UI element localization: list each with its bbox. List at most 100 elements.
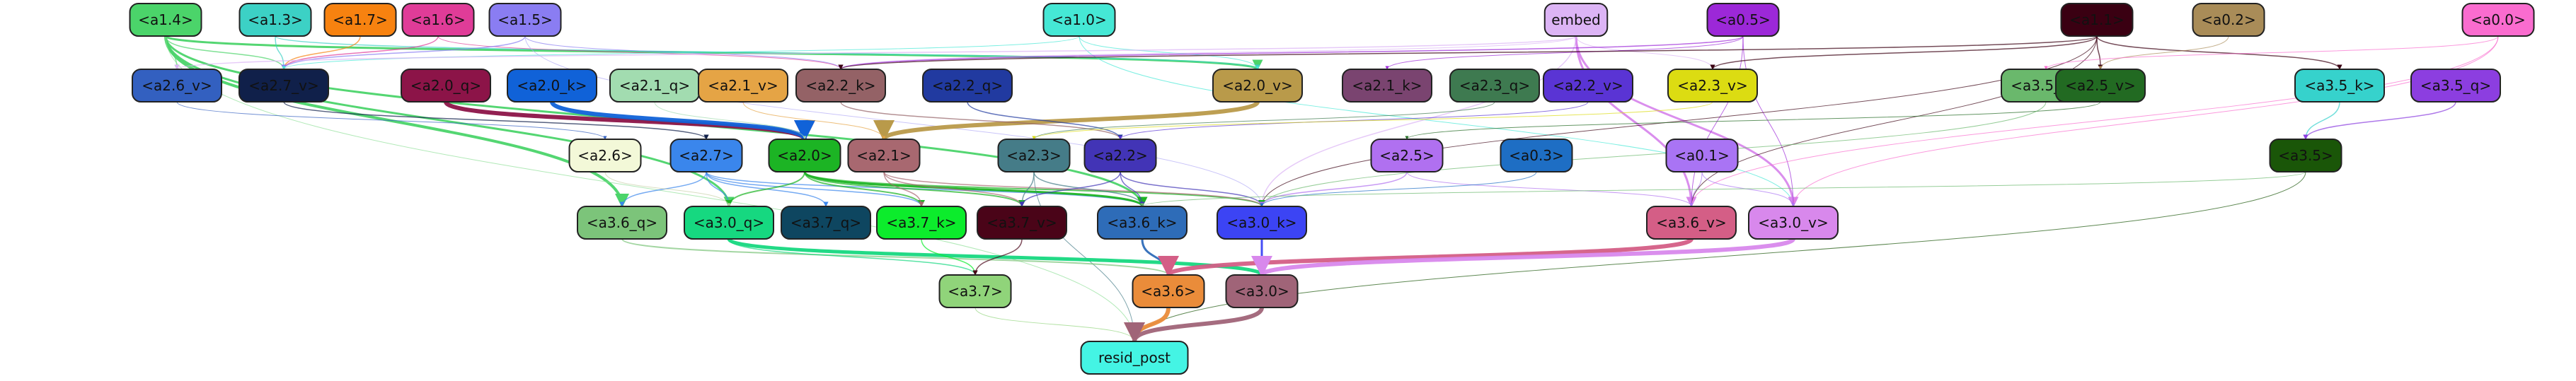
node-a1-7[interactable]: <a1.7> (323, 3, 397, 37)
node-embed[interactable]: embed (1543, 3, 1609, 37)
node-box-a3-5 (2269, 139, 2342, 172)
node-a1-1[interactable]: <a1.1> (2060, 3, 2134, 37)
node-a3-0[interactable]: <a3.0> (1225, 274, 1299, 308)
node-a0-2[interactable]: <a0.2> (2192, 3, 2265, 37)
edge-a1-4-to-resid-post (165, 35, 1137, 342)
node-box-a2-7-v (238, 69, 329, 102)
edge-embed-to-a2-3-v (1575, 35, 1715, 70)
edge-layer (164, 35, 2499, 344)
edge-a0-2-to-a2-5-v (2098, 35, 2229, 70)
node-label-a3-0: <a3.0> (1234, 283, 1289, 300)
node-a3-7-k[interactable]: <a3.7_k> (876, 206, 967, 240)
node-resid-post[interactable]: resid_post (1080, 341, 1189, 375)
node-a2-3-v[interactable]: <a2.3_v> (1667, 69, 1758, 102)
edge-a0-5-to-a2-2-k (838, 35, 1744, 70)
node-a3-0-k[interactable]: <a3.0_k> (1217, 206, 1307, 240)
edge-embed-to-a3-0-k (1259, 35, 1577, 207)
node-box-a2-1-v (698, 69, 788, 102)
node-a3-0-v[interactable]: <a3.0_v> (1748, 206, 1839, 240)
edge-a2-5-to-a3-0-k (1259, 171, 1408, 207)
node-a1-0[interactable]: <a1.0> (1042, 3, 1116, 37)
node-box-a3-5-q (2410, 69, 2501, 102)
node-label-a0-2: <a0.2> (2201, 11, 2256, 28)
node-label-embed: embed (1551, 11, 1600, 28)
node-a0-3[interactable]: <a0.3> (1500, 139, 1573, 172)
node-label-a3-0-q: <a3.0_q> (694, 214, 764, 231)
edge-a3-6-q-to-a3-6 (621, 238, 1172, 276)
node-label-a3-6-k: <a3.6_k> (1107, 214, 1177, 231)
node-a3-6-q[interactable]: <a3.6_q> (577, 206, 667, 240)
node-a2-3[interactable]: <a2.3> (997, 139, 1071, 172)
node-a2-5[interactable]: <a2.5> (1370, 139, 1444, 172)
node-label-a2-2-k: <a2.2_k> (805, 77, 875, 94)
node-box-a2-0-v (1212, 69, 1303, 102)
edge-a1-1-to-a2-3-v (1710, 35, 2098, 70)
node-a3-5-k[interactable]: <a3.5_k> (2294, 69, 2385, 102)
node-a2-2-v[interactable]: <a2.2_v> (1543, 69, 1633, 102)
node-a2-0-q[interactable]: <a2.0_q> (401, 69, 491, 102)
node-label-a0-0: <a0.0> (2471, 11, 2526, 28)
node-a2-0[interactable]: <a2.0> (768, 139, 841, 172)
node-a2-1-v[interactable]: <a2.1_v> (698, 69, 788, 102)
node-box-a1-0 (1042, 3, 1116, 37)
node-label-a2-2-q: <a2.2_q> (932, 77, 1003, 94)
edge-a2-2-to-a3-0-k (1120, 171, 1265, 207)
node-label-a2-5: <a2.5> (1379, 147, 1434, 164)
node-a0-1[interactable]: <a0.1> (1665, 139, 1739, 172)
node-a3-0-q[interactable]: <a3.0_q> (684, 206, 774, 240)
node-a2-1-k[interactable]: <a2.1_k> (1342, 69, 1432, 102)
node-a2-2-q[interactable]: <a2.2_q> (922, 69, 1013, 102)
node-box-a2-5-v (2055, 69, 2146, 102)
edge-a3-0-to-resid-post (1124, 305, 1264, 344)
node-box-a2-3 (997, 139, 1071, 172)
node-a2-2[interactable]: <a2.2> (1083, 139, 1157, 172)
edge-a2-7-v-to-a2-7 (283, 101, 709, 140)
edge-a2-1-v-to-a2-1 (742, 101, 886, 140)
node-label-a1-6: <a1.6> (410, 11, 466, 28)
node-box-a2-3-v (1667, 69, 1758, 102)
node-a2-5-v[interactable]: <a2.5_v> (2055, 69, 2146, 102)
node-label-a1-3: <a1.3> (248, 11, 303, 28)
node-a3-5-q[interactable]: <a3.5_q> (2410, 69, 2501, 102)
edge-a2-6-to-a3-0-q (604, 171, 731, 207)
edge-a3-5-v-to-a3-0-k (1260, 101, 2047, 207)
node-box-a2-7 (669, 139, 743, 172)
node-label-a2-0-q: <a2.0_q> (410, 77, 481, 94)
node-a3-6-k[interactable]: <a3.6_k> (1097, 206, 1188, 240)
edge-a3-0-q-to-a3-7 (728, 238, 978, 276)
node-a3-7[interactable]: <a3.7> (938, 274, 1012, 308)
node-label-a2-3-v: <a2.3_v> (1677, 77, 1747, 94)
node-box-a1-7 (323, 3, 397, 37)
node-a2-6[interactable]: <a2.6> (568, 139, 642, 172)
node-a3-6[interactable]: <a3.6> (1132, 274, 1205, 308)
edge-a2-3-v-to-a2-3 (1032, 101, 1713, 140)
node-a2-1-q[interactable]: <a2.1_q> (609, 69, 700, 102)
node-box-a2-2-v (1543, 69, 1633, 102)
node-a1-5[interactable]: <a1.5> (488, 3, 562, 37)
node-a0-5[interactable]: <a0.5> (1706, 3, 1780, 37)
node-layer: <a1.4> <a1.3> <a1.7> <a1.6> <a1.5> <a1.0> embe… (129, 3, 2535, 375)
node-a0-0[interactable]: <a0.0> (2461, 3, 2535, 37)
node-a2-6-v[interactable]: <a2.6_v> (132, 69, 222, 102)
edge-a2-2-k-to-a2-2 (840, 101, 1123, 140)
node-a3-7-q[interactable]: <a3.7_q> (781, 206, 871, 240)
node-box-a3-0-v (1748, 206, 1839, 240)
node-a2-3-q[interactable]: <a2.3_q> (1449, 69, 1540, 102)
node-a2-0-v[interactable]: <a2.0_v> (1212, 69, 1303, 102)
node-a2-7-v[interactable]: <a2.7_v> (238, 69, 329, 102)
edge-a1-4-to-a3-0-q (164, 35, 735, 208)
node-a2-2-k[interactable]: <a2.2_k> (795, 69, 886, 102)
node-a1-6[interactable]: <a1.6> (401, 3, 475, 37)
node-a3-6-v[interactable]: <a3.6_v> (1646, 206, 1737, 240)
node-a2-0-k[interactable]: <a2.0_k> (507, 69, 597, 102)
node-a1-3[interactable]: <a1.3> (238, 3, 312, 37)
node-a2-1[interactable]: <a2.1> (847, 139, 921, 172)
node-a3-5[interactable]: <a3.5> (2269, 139, 2342, 172)
node-a3-7-v[interactable]: <a3.7_v> (977, 206, 1067, 240)
node-label-a3-0-k: <a3.0_k> (1226, 214, 1296, 231)
node-box-a2-0-q (401, 69, 491, 102)
edge-a1-4-to-a2-7-v (165, 35, 287, 70)
node-a1-4[interactable]: <a1.4> (129, 3, 202, 37)
node-a2-7[interactable]: <a2.7> (669, 139, 743, 172)
node-box-a1-4 (129, 3, 202, 37)
